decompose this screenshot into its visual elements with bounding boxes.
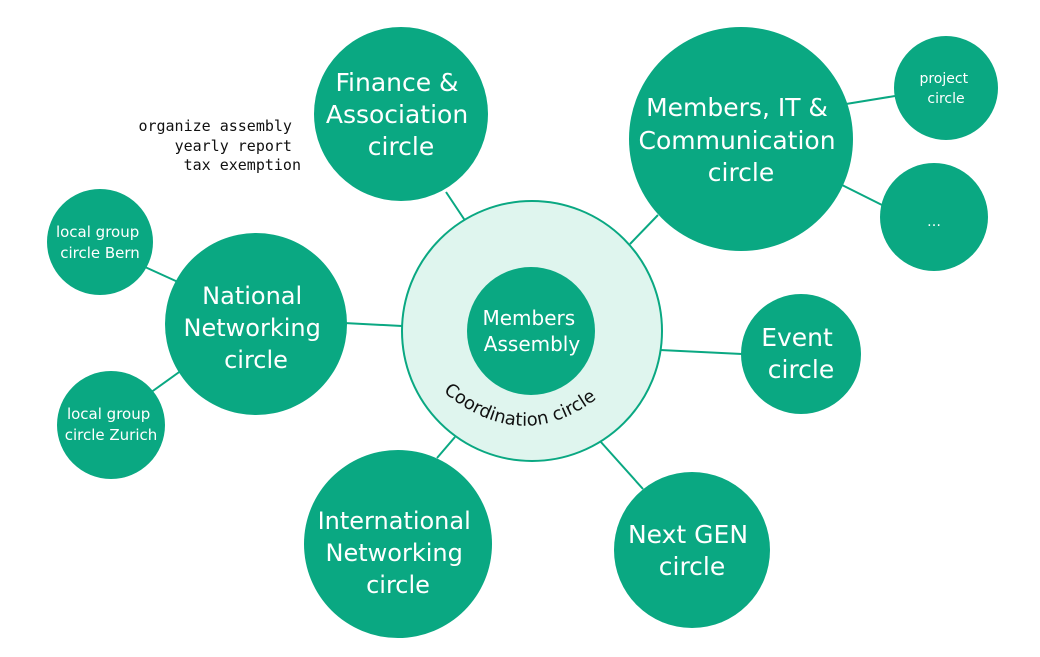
- members-assembly-node: [467, 267, 595, 395]
- zurich-circle-node: [57, 371, 165, 479]
- project-circle-node: [894, 36, 998, 140]
- connector-national: [343, 322, 403, 327]
- bern-circle-node: [47, 189, 153, 295]
- national-circle-node: [165, 233, 347, 415]
- finance-tasks-annotation: organize assembly yearly report tax exem…: [138, 117, 301, 174]
- ellipsis-circle-label: …: [927, 214, 941, 230]
- international-circle-label: International Networking circle: [318, 507, 479, 599]
- connector-finance: [445, 191, 467, 223]
- zurich-circle-label: local group circle Zurich: [65, 405, 158, 444]
- connector-nextgen: [599, 440, 644, 490]
- international-circle: International Networking circle: [304, 450, 492, 638]
- connector-zurich: [149, 369, 183, 394]
- bern-circle: local group circle Bern: [47, 189, 153, 295]
- connector-event: [659, 349, 743, 355]
- bern-circle-label: local group circle Bern: [56, 223, 144, 262]
- connector-members-it: [629, 214, 659, 245]
- event-circle-node: [741, 294, 861, 414]
- connector-bern: [144, 266, 179, 283]
- members-it-circle: Members, IT & Communication circle: [629, 27, 853, 251]
- finance-circle-label: Finance & Association circle: [326, 68, 476, 161]
- project-circle: project circle: [894, 36, 998, 140]
- zurich-circle: local group circle Zurich: [57, 371, 165, 479]
- coordination-circle: Members Assembly Coordination circle: [401, 200, 663, 462]
- connector-project: [845, 95, 896, 105]
- nextgen-circle-label: Next GEN circle: [628, 520, 756, 581]
- ellipsis-circle-node: [880, 163, 988, 271]
- project-circle-label: project circle: [919, 71, 972, 107]
- more-circles-node: …: [880, 163, 988, 271]
- national-circle: National Networking circle: [165, 233, 347, 415]
- international-circle-node: [304, 450, 492, 638]
- event-circle: Event circle: [741, 294, 861, 414]
- members-it-circle-label: Members, IT & Communication circle: [639, 93, 844, 187]
- nextgen-circle: Next GEN circle: [614, 472, 770, 628]
- finance-circle: Finance & Association circle: [314, 27, 488, 201]
- connectors: [144, 95, 896, 490]
- members-assembly-label: Members Assembly: [482, 306, 581, 356]
- finance-circle-node: [314, 27, 488, 201]
- connector-ellipsis: [841, 184, 883, 206]
- national-circle-label: National Networking circle: [184, 282, 329, 374]
- nextgen-circle-node: [614, 472, 770, 628]
- connector-international: [436, 436, 456, 459]
- event-circle-label: Event circle: [761, 323, 841, 384]
- members-it-circle-node: [629, 27, 853, 251]
